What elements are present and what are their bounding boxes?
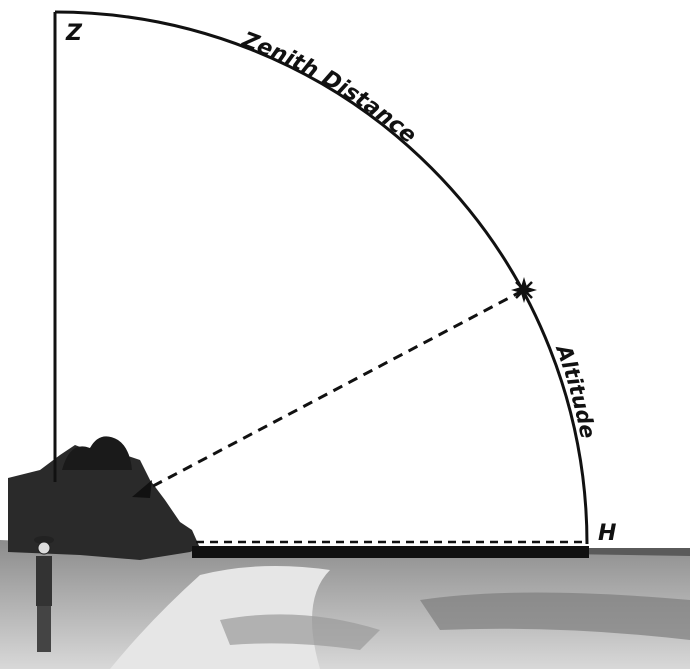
- dune-shadow: [420, 592, 690, 640]
- horizon-label: H: [598, 521, 616, 546]
- zenith-distance-label: Zenith Distance: [238, 27, 422, 148]
- star-icon: [511, 277, 537, 303]
- observer-hat: [34, 536, 54, 544]
- zenith-distance-label-wrapper: Zenith Distance: [238, 27, 422, 148]
- diagram-lines: [53, 10, 589, 558]
- arrowhead-icon: [132, 480, 152, 498]
- sight-line-to-star: [137, 288, 525, 496]
- horizon-bar: [192, 546, 589, 558]
- dune-shadow-2: [220, 614, 380, 650]
- zenith-label: Z: [65, 21, 83, 46]
- quadrant-arc: [54, 10, 589, 545]
- observer-body: [36, 556, 52, 606]
- altitude-label: Altitude: [551, 340, 600, 441]
- observer-head: [37, 541, 51, 555]
- altitude-label-wrapper: Altitude: [551, 340, 600, 441]
- observer-legs: [37, 606, 51, 652]
- tree-tops: [62, 436, 132, 470]
- observer-figure: [34, 536, 54, 652]
